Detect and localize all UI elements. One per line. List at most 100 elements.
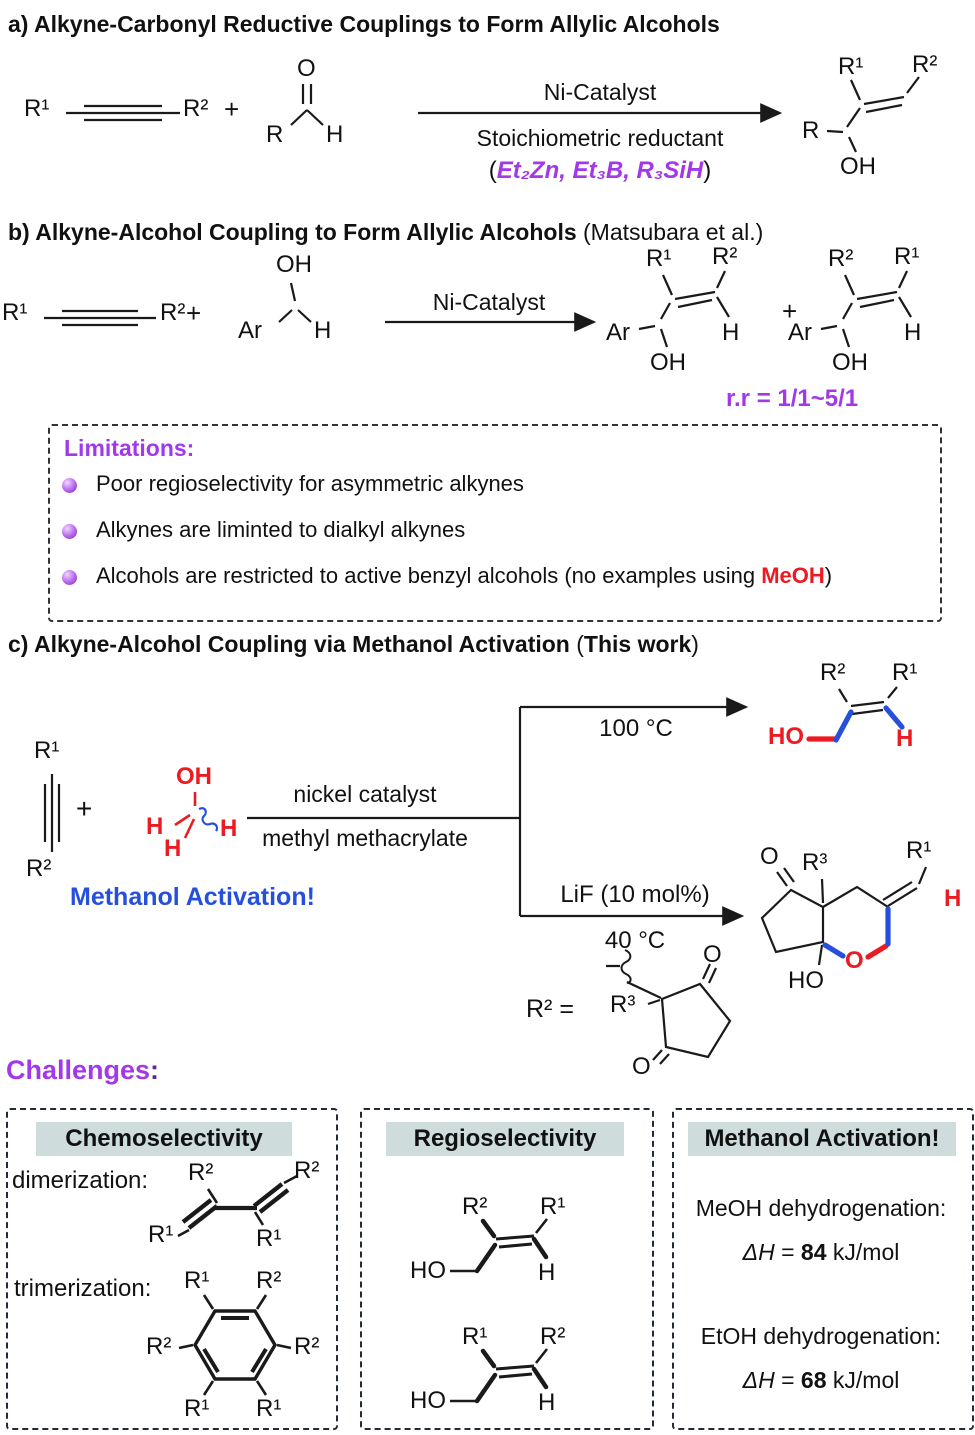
section-c-title-bold: c) Alkyne-Alcohol Coupling via Methanol … [8, 631, 577, 657]
isomer2-h-label: H [538, 1389, 556, 1416]
enthalpy-unit: kJ/mol [832, 1367, 900, 1393]
section-b-title: b) Alkyne-Alcohol Coupling to Form Allyl… [8, 220, 763, 244]
methanol-h-label: H [146, 813, 164, 840]
attachment-squiggle [620, 949, 632, 984]
product-c1-r2-label: R² [820, 659, 846, 686]
dimerization-label: dimerization: [12, 1167, 149, 1194]
delta-h-symbol: ΔH [742, 1239, 775, 1265]
etoh-enthalpy-line: ΔH = 68 kJ/mol [676, 1368, 966, 1392]
product-c2-r3-label: R³ [802, 849, 828, 876]
paren-open: ( [576, 631, 584, 657]
product-c1-h-label: H [896, 725, 914, 752]
dione-o-bottom-label: O [632, 1053, 651, 1080]
alcohol-ar-label: Ar [238, 317, 262, 344]
meoh-highlight: MeOH [761, 563, 825, 588]
blue-bonds [822, 705, 905, 959]
alkyne-r1-label: R¹ [24, 95, 50, 122]
section-b-title-bold: b) Alkyne-Alcohol Coupling to Form Allyl… [8, 219, 577, 245]
limitation-item: Alkynes are liminted to dialkyl alkynes [96, 517, 466, 542]
product-c2-o-label: O [760, 843, 779, 870]
product-b2-ar-label: Ar [788, 319, 812, 346]
condition-nickel-catalyst: nickel catalyst [293, 781, 437, 807]
meoh-enthalpy-value: 84 [800, 1239, 827, 1265]
diene-r2-label: R² [188, 1159, 214, 1186]
methanol-activation-box [672, 1108, 974, 1430]
alkyne-r2-label: R² [183, 95, 209, 122]
challenges-heading-colon: : [150, 1055, 160, 1085]
plus-sign: + [782, 296, 798, 326]
methanol-oh-label: OH [176, 763, 212, 790]
product-b2-r1-label: R¹ [894, 243, 920, 270]
limitation-item-text: Alcohols are restricted to active benzyl… [96, 563, 762, 588]
limitations-box [48, 424, 942, 622]
enthalpy-unit: kJ/mol [832, 1239, 900, 1265]
limitation-item-close: ) [824, 563, 833, 588]
product-a-r1-label: R¹ [838, 53, 864, 80]
isomer2-ho-label: HO [410, 1387, 446, 1414]
plus-sign: + [224, 94, 240, 124]
product-c2-ring-o-label: O [845, 947, 864, 974]
section-c-bonds [43, 686, 928, 1065]
product-c2-r1-label: R¹ [906, 837, 932, 864]
red-bonds [806, 736, 889, 960]
product-b2-h-label: H [904, 319, 922, 346]
methanol-activation-header: Methanol Activation! [688, 1122, 956, 1156]
product-b1-r1-label: R¹ [646, 245, 672, 272]
methanol-h-label: H [164, 835, 182, 862]
dione-r3-label: R³ [610, 991, 636, 1018]
product-c2-ho-label: HO [788, 967, 824, 994]
diene-structure [177, 1174, 298, 1238]
etoh-dehydrogenation-line: EtOH dehydrogenation: [700, 1323, 942, 1349]
chemoselectivity-header: Chemoselectivity [36, 1122, 292, 1156]
methanol-h-label: H [220, 815, 238, 842]
section-a-title: a) Alkyne-Carbonyl Reductive Couplings t… [8, 11, 720, 37]
regioselectivity-box [360, 1108, 654, 1430]
methanol-activation-note: Methanol Activation! [70, 883, 315, 911]
section-b-bonds [44, 270, 912, 348]
product-b2-r2-label: R² [828, 245, 854, 272]
alkyne-b-r2-label: R² [160, 299, 186, 326]
benzene-r1-label: R¹ [184, 1395, 210, 1422]
challenges-heading: Challenges: [6, 1056, 159, 1084]
methanol-bonds [174, 792, 197, 839]
bullet-icon [62, 570, 77, 585]
delta-h-symbol: ΔH [742, 1367, 775, 1393]
chemoselectivity-box [6, 1108, 338, 1430]
etoh-enthalpy-value: 68 [800, 1367, 827, 1393]
diene-r1-label: R¹ [148, 1221, 174, 1248]
r2-definition-label: R² = [526, 995, 574, 1023]
trimerization-label: trimerization: [14, 1275, 152, 1302]
regioselectivity-ratio: r.r = 1/1~5/1 [726, 385, 859, 412]
bullet-icon [62, 524, 77, 539]
condition-ni-catalyst: Ni-Catalyst [543, 79, 657, 105]
product-c2-h-label: H [944, 885, 962, 912]
reductant-species: Et₂Zn, Et₃B, R₃SiH [496, 157, 704, 184]
alcohol-oh-label: OH [276, 251, 312, 278]
limitations-heading: Limitations: [64, 435, 195, 461]
product-b1-h-label: H [722, 319, 740, 346]
paren-close: ) [691, 631, 699, 657]
activated-ch-squiggle [198, 807, 219, 832]
product-b1-oh-label: OH [650, 349, 686, 376]
product-b1-r2-label: R² [712, 243, 738, 270]
paren-close: ) [703, 157, 712, 184]
branch-bottom-temperature: 40 °C [604, 927, 666, 954]
branch-bottom-reagent: LiF (10 mol%) [560, 881, 710, 908]
diene-r1-label: R¹ [256, 1225, 282, 1252]
product-b1-ar-label: Ar [606, 319, 630, 346]
challenges-heading-word: Challenges [6, 1055, 151, 1085]
equals-sign: = [781, 1239, 795, 1265]
isomer1-r1-label: R¹ [540, 1193, 566, 1220]
condition-ni-catalyst-b: Ni-Catalyst [432, 289, 546, 315]
section-b-title-suffix: (Matsubara et al.) [576, 219, 764, 245]
alcohol-h-label: H [314, 317, 332, 344]
plus-sign: + [186, 298, 202, 328]
aldehyde-r-label: R [266, 121, 284, 148]
bullet-icon [62, 478, 77, 493]
regio-structures [450, 1218, 549, 1404]
isomer1-ho-label: HO [410, 1257, 446, 1284]
dione-o-top-label: O [703, 941, 722, 968]
product-a-r-label: R [802, 117, 820, 144]
limitation-item: Alcohols are restricted to active benzyl… [96, 564, 832, 587]
